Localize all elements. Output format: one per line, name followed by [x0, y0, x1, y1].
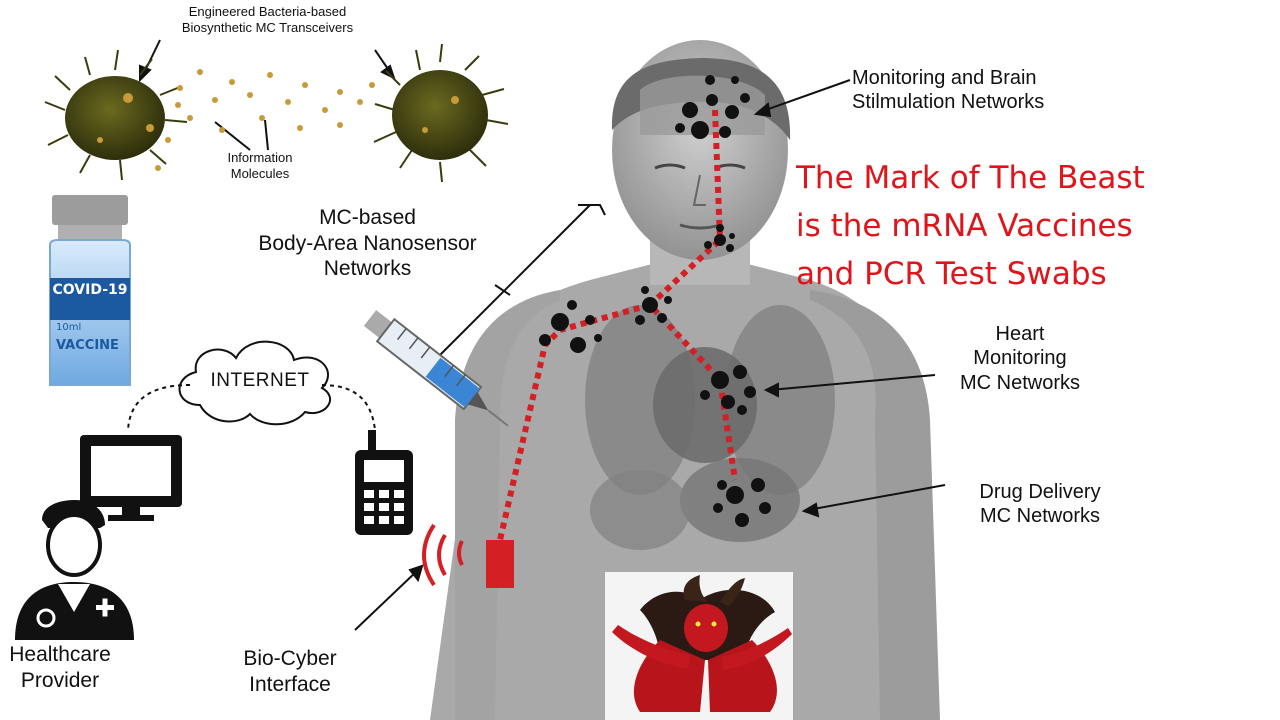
syringe-icon [363, 310, 509, 427]
label-bio-cyber-interface: Bio-Cyber Interface [243, 647, 337, 696]
demon-image [605, 572, 793, 720]
vial-label-vaccine: VACCINE [56, 338, 119, 353]
node-cluster-brain [675, 75, 750, 139]
vial-label-volume: 10ml [56, 322, 82, 333]
label-body-area-networks: MC-based Body-Area Nanosensor Networks [258, 206, 477, 281]
vial-label-covid: COVID-19 [52, 282, 128, 298]
label-internet: INTERNET [210, 370, 310, 391]
label-healthcare-provider: Healthcare Provider [9, 643, 111, 692]
wireless-signal-icon [422, 523, 464, 587]
label-information-molecules: Information Molecules [227, 150, 293, 181]
label-drug-delivery-networks: Drug Delivery MC Networks [979, 481, 1101, 528]
info-molecules [155, 69, 375, 171]
doctor-icon [15, 500, 134, 640]
bacteria-icon [44, 49, 188, 181]
body-area-bracket [439, 204, 606, 356]
label-heart-networks: Heart Monitoring MC Networks [959, 323, 1080, 394]
internet-links [127, 384, 376, 431]
vaccine-vial-icon [49, 195, 131, 386]
node-cluster-heart [700, 365, 756, 415]
monitor-icon [80, 435, 182, 521]
mobile-phone-icon [355, 430, 413, 535]
bacteria-icon [373, 43, 509, 183]
human-body-image [430, 40, 940, 720]
label-brain-networks: Monitoring and Brain Stilmulation Networ… [852, 67, 1045, 114]
node-cluster-shoulder [539, 286, 672, 353]
bio-cyber-implant [486, 540, 514, 588]
label-bacteria-transceivers: Engineered Bacteria-based Biosynthetic M… [181, 4, 354, 35]
node-cluster-neck [704, 224, 735, 252]
node-cluster-stomach [713, 478, 771, 527]
cloud-icon [178, 340, 332, 426]
headline-text: The Mark of The Beast is the mRNA Vaccin… [796, 160, 1145, 292]
